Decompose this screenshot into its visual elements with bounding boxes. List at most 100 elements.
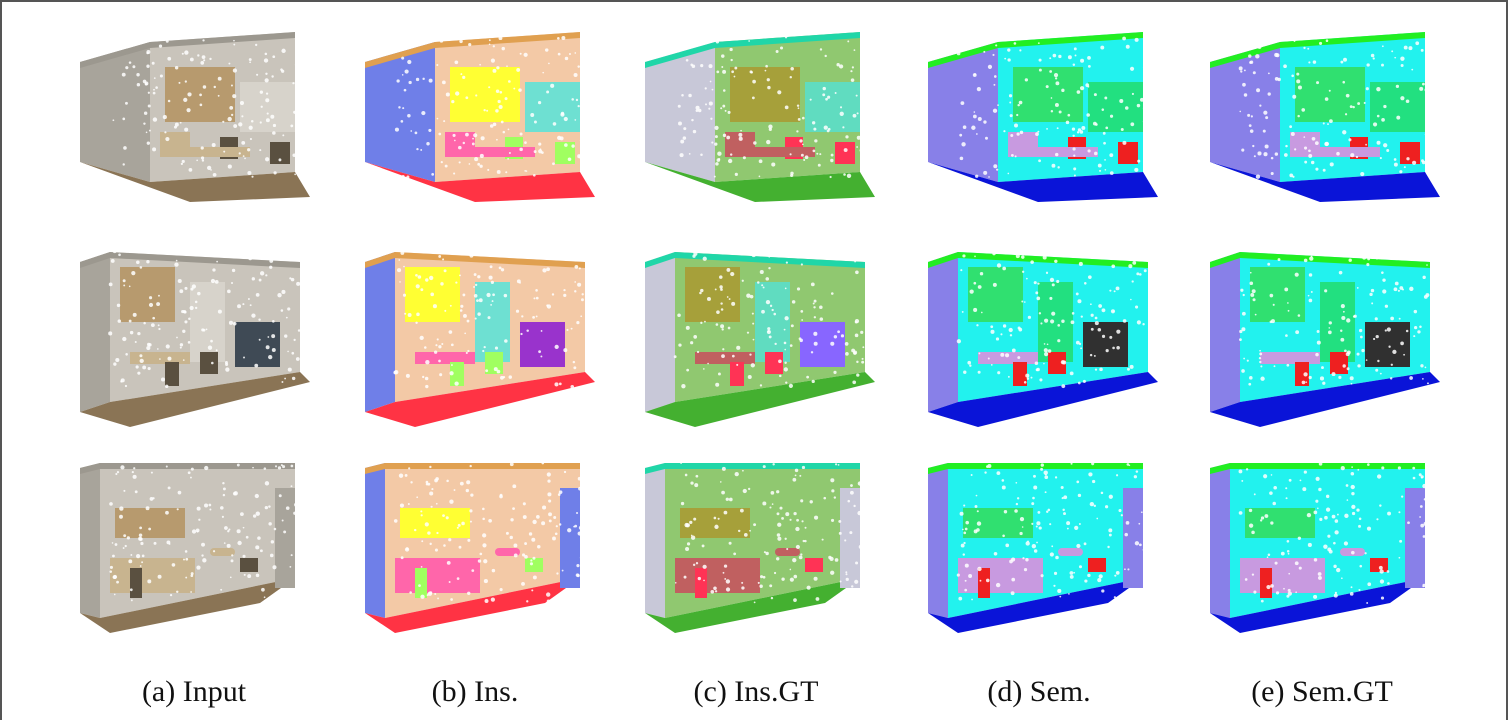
round-table xyxy=(210,548,235,556)
cabinet-lower xyxy=(800,322,845,367)
panel-insgt-row-2 xyxy=(635,232,915,432)
ceiling xyxy=(80,252,300,268)
desk xyxy=(415,352,475,364)
chair xyxy=(765,352,783,374)
cabinet-lower xyxy=(235,322,280,367)
shelf xyxy=(115,508,185,538)
point-gaps xyxy=(956,36,1149,178)
point-cloud-render xyxy=(645,32,875,202)
floor xyxy=(1210,162,1440,202)
panel-semgt-row-1 xyxy=(1200,22,1480,222)
chair xyxy=(525,558,543,572)
whiteboard xyxy=(525,82,580,132)
chair xyxy=(1400,142,1420,164)
point-gaps xyxy=(956,462,1147,601)
point-gaps xyxy=(110,36,299,178)
panel-input-row-1 xyxy=(70,22,350,222)
cabinet-lower xyxy=(1083,322,1128,367)
point-cloud-render xyxy=(645,246,875,427)
left-wall xyxy=(645,42,715,182)
point-cloud-render xyxy=(645,462,866,633)
ceiling xyxy=(80,463,295,474)
left-wall xyxy=(1210,463,1230,618)
point-cloud-render xyxy=(1210,32,1440,202)
point-cloud-render xyxy=(928,32,1158,202)
ceiling xyxy=(1210,463,1425,474)
bookshelf xyxy=(1295,67,1365,122)
point-cloud-render xyxy=(1210,462,1432,633)
bookshelf xyxy=(1013,67,1083,122)
shelf xyxy=(1245,508,1315,538)
left-wall xyxy=(80,42,150,182)
chair xyxy=(165,362,179,386)
point-gaps xyxy=(393,461,586,603)
left-wall xyxy=(365,42,435,182)
chair xyxy=(240,558,258,572)
round-table xyxy=(775,548,800,556)
desk xyxy=(695,352,755,364)
chair xyxy=(835,142,855,164)
panel-ins-row-3 xyxy=(355,448,635,648)
chair xyxy=(415,568,427,598)
point-cloud-render xyxy=(80,32,310,202)
panel-insgt-row-1 xyxy=(635,22,915,222)
caption-ins-gt: (c) Ins.GT xyxy=(693,675,819,708)
point-cloud-render xyxy=(365,461,586,633)
left-wall xyxy=(928,252,958,412)
left-wall xyxy=(928,42,998,182)
ceiling xyxy=(928,463,1143,474)
chair xyxy=(1260,568,1272,598)
chair xyxy=(450,362,464,386)
floor xyxy=(80,578,295,633)
round-table xyxy=(495,548,520,556)
left-wall xyxy=(928,463,948,618)
desk xyxy=(160,132,190,157)
panel-sem-row-1 xyxy=(918,22,1198,222)
point-gaps xyxy=(1238,34,1431,179)
ceiling xyxy=(1210,252,1430,268)
desk xyxy=(675,558,760,593)
point-cloud-render xyxy=(80,246,310,427)
left-wall xyxy=(80,463,100,618)
point-gaps xyxy=(674,462,866,604)
table xyxy=(1038,147,1098,157)
bookshelf xyxy=(450,67,520,122)
chair xyxy=(695,568,707,598)
table xyxy=(190,147,250,157)
ceiling xyxy=(80,32,295,68)
left-wall xyxy=(365,463,385,618)
left-wall xyxy=(645,252,675,412)
table xyxy=(1320,147,1380,157)
ceiling xyxy=(928,252,1148,268)
bookshelf xyxy=(730,67,800,122)
whiteboard xyxy=(805,82,860,132)
cabinet xyxy=(755,282,790,362)
ceiling xyxy=(645,32,860,68)
panel-input-row-2 xyxy=(70,232,350,432)
ceiling xyxy=(645,252,865,268)
left-wall xyxy=(365,252,395,412)
cabinet-lower xyxy=(520,322,565,367)
ceiling xyxy=(365,463,580,474)
chair xyxy=(200,352,218,374)
point-gaps xyxy=(108,246,301,389)
whiteboard xyxy=(240,82,295,132)
chair xyxy=(730,362,744,386)
floor xyxy=(80,372,310,427)
door xyxy=(1405,488,1425,588)
chair xyxy=(1118,142,1138,164)
panel-input-row-3 xyxy=(70,448,350,648)
ceiling xyxy=(928,32,1143,68)
point-cloud-render xyxy=(928,246,1158,427)
floor xyxy=(80,162,310,202)
floor xyxy=(645,578,860,633)
left-wall xyxy=(80,252,110,412)
table xyxy=(475,147,535,157)
panel-semgt-row-2 xyxy=(1200,232,1480,432)
desk xyxy=(445,132,475,157)
desk xyxy=(1240,558,1325,593)
left-wall xyxy=(1210,252,1240,412)
door xyxy=(1123,488,1143,588)
panel-sem-row-3 xyxy=(918,448,1198,648)
